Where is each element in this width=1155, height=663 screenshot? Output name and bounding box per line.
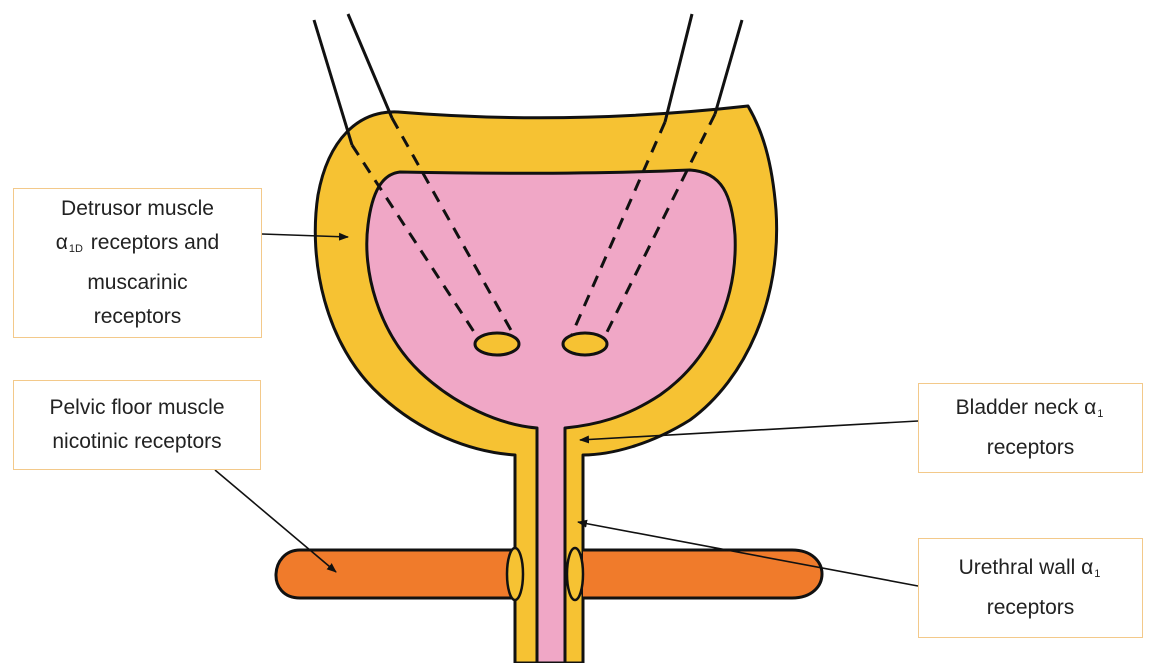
pelvic-floor-left-edge [507, 548, 523, 600]
label-detrusor-line1: Detrusor muscle [61, 192, 214, 226]
pelvic-floor-right-edge [567, 548, 583, 600]
label-urethral-wall-line2: receptors [987, 591, 1075, 625]
alpha-subscript: 1 [1094, 568, 1100, 580]
label-detrusor-muscle: Detrusor muscle α1D receptors and muscar… [13, 188, 262, 338]
left-ureteric-orifice [475, 333, 519, 355]
alpha-subscript: 1 [1097, 408, 1103, 420]
label-bladder-neck-line2: receptors [987, 431, 1075, 465]
label-detrusor-line4: receptors [94, 300, 182, 334]
label-bladder-neck-line1: Bladder neck α1 [956, 391, 1106, 431]
pelvic-floor-right [583, 550, 822, 598]
label-bladder-neck: Bladder neck α1 receptors [918, 383, 1143, 473]
alpha-symbol: α [56, 231, 68, 254]
alpha-subscript: 1D [69, 243, 83, 255]
label-pelvic-floor-line1: Pelvic floor muscle [49, 391, 224, 425]
label-urethral-wall-line1: Urethral wall α1 [959, 551, 1103, 591]
label-detrusor-line2-rest: receptors and [85, 231, 219, 254]
label-pelvic-floor-muscle: Pelvic floor muscle nicotinic receptors [13, 380, 261, 470]
label-bladder-neck-text: Bladder neck α [956, 396, 1097, 419]
label-detrusor-line2: α1D receptors and [56, 226, 219, 266]
label-urethral-wall-text: Urethral wall α [959, 556, 1094, 579]
right-ureter-outer-line [715, 20, 742, 114]
right-ureter-inner-line [665, 14, 692, 122]
right-ureteric-orifice [563, 333, 607, 355]
left-ureter-inner-line [348, 14, 392, 118]
pelvic-floor-left [276, 550, 515, 598]
left-ureter-outer-line [314, 20, 352, 145]
label-detrusor-line3: muscarinic [87, 266, 187, 300]
label-urethral-wall: Urethral wall α1 receptors [918, 538, 1143, 638]
arrow-pelvic-floor [215, 470, 336, 572]
label-pelvic-floor-line2: nicotinic receptors [52, 425, 221, 459]
